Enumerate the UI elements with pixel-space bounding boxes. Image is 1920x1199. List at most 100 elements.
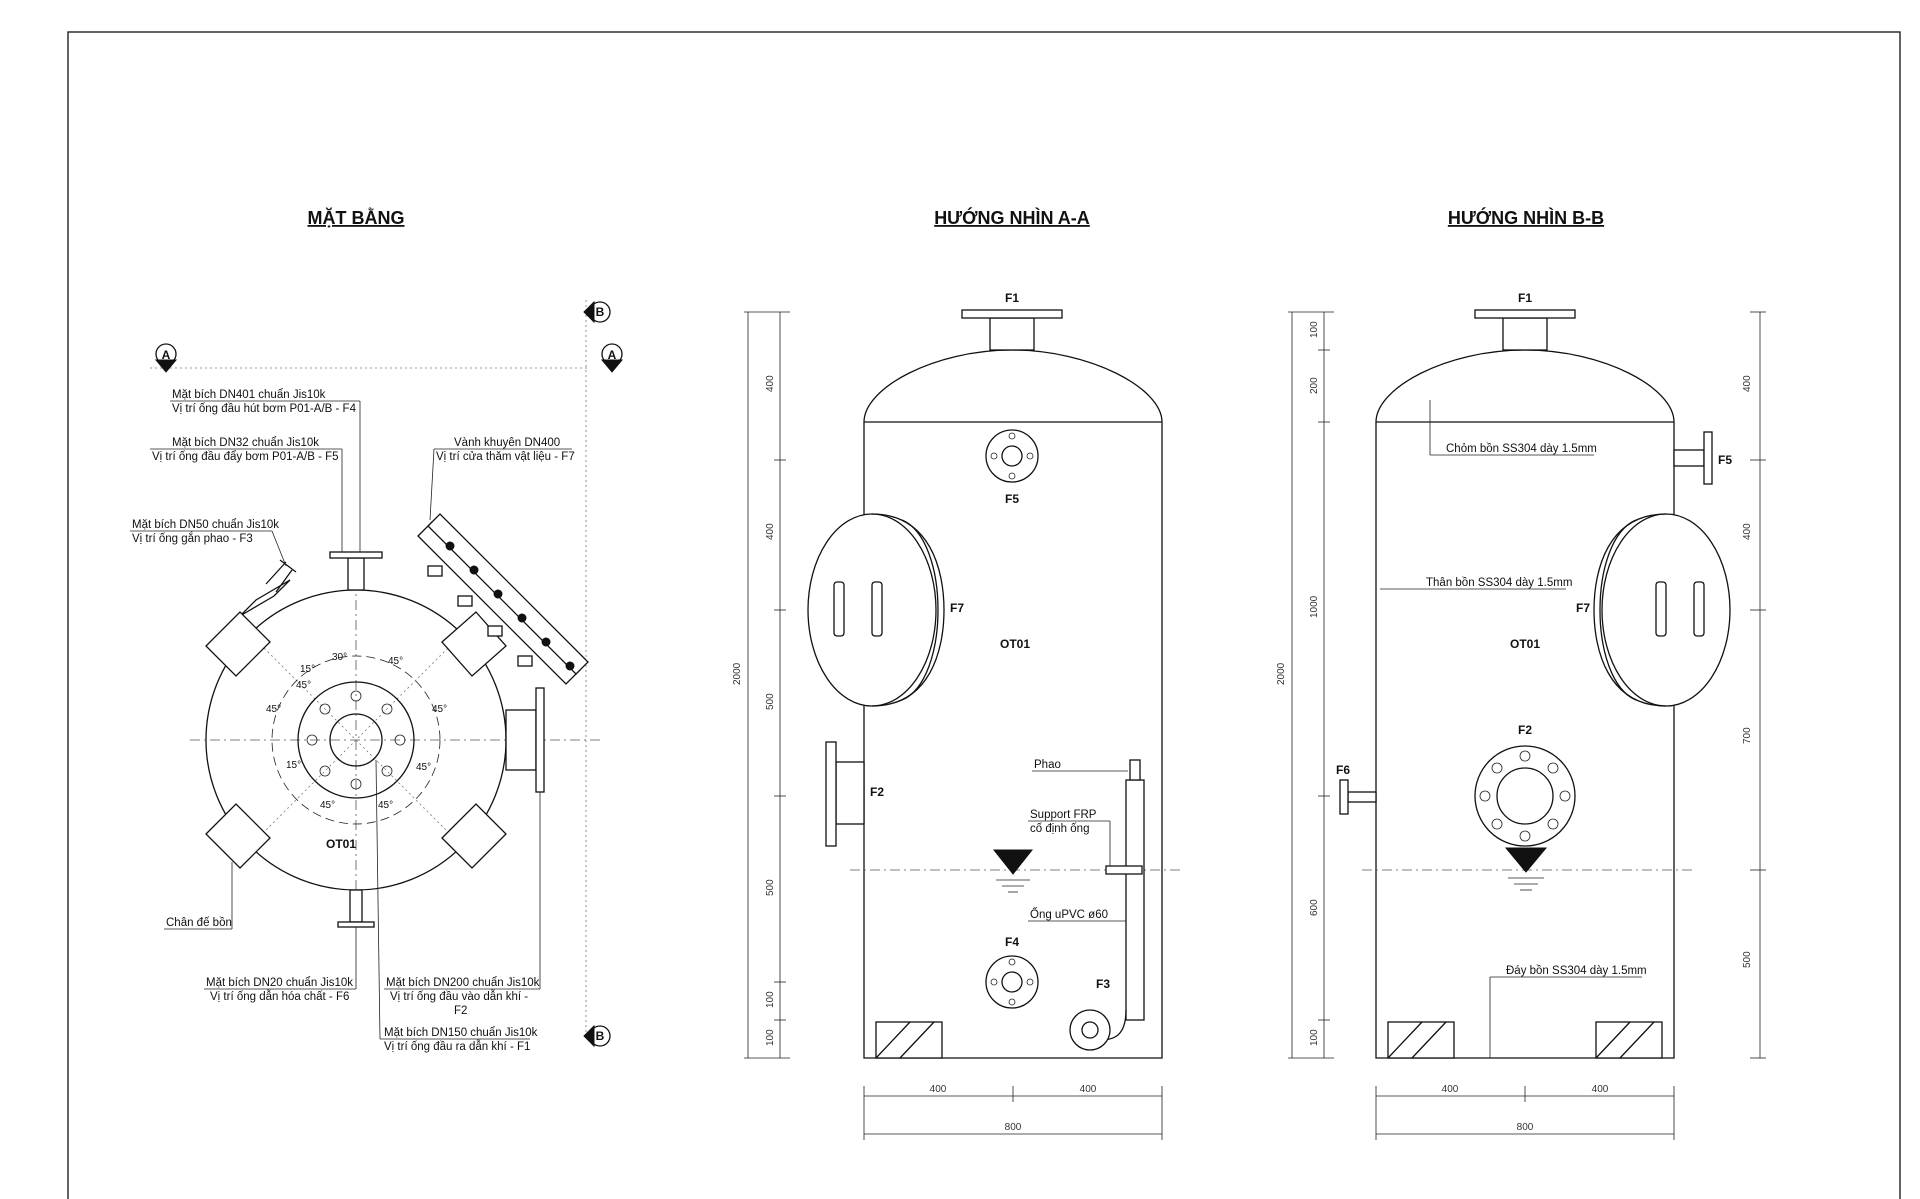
svg-text:400: 400 [765,523,776,540]
svg-text:F6: F6 [1336,763,1350,777]
plan-nozzle-f2 [505,709,537,771]
svg-text:Support FRP: Support FRP [1030,809,1097,821]
svg-text:A: A [608,348,617,362]
svg-text:45°: 45° [378,800,393,811]
svg-text:Mặt bích DN32 chuẩn Jis10k: Mặt bích DN32 chuẩn Jis10k [172,437,319,449]
view-a-flange-f4: F4 [985,935,1039,1009]
svg-text:Mặt bích DN150 chuẩn Jis10k: Mặt bích DN150 chuẩn Jis10k [384,1027,538,1039]
svg-text:Ống uPVC ø60: Ống uPVC ø60 [1030,907,1108,921]
svg-text:F7: F7 [950,601,964,615]
plan-view: MẶT BẰNG A A B B [130,207,624,1053]
plan-note-f3: Mặt bích DN50 chuẩn Jis10k Vị trí ống gắ… [130,519,287,567]
svg-text:500: 500 [765,879,776,896]
plan-note-leg: Chân đế bồn [164,862,233,930]
svg-text:100: 100 [765,991,776,1008]
plan-angle-labels: 30° 15° 45° 45° 45° 45° 45° 15° 45° 45° [266,652,447,811]
view-b-dims-left: 2000 100 200 1000 600 100 [1276,311,1334,1059]
view-a-tank-label: OT01 [1000,637,1030,651]
plan-title: MẶT BẰNG [308,207,405,228]
svg-text:Vị trí ống đầu ra dẫn khí - F1: Vị trí ống đầu ra dẫn khí - F1 [384,1040,530,1053]
svg-text:F2: F2 [870,785,884,799]
svg-text:Vị trí ống gắn phao - F3: Vị trí ống gắn phao - F3 [132,532,253,545]
svg-text:500: 500 [765,693,776,710]
view-a-legs [875,1021,943,1059]
plan-flange-bolts [306,690,406,790]
svg-text:A: A [162,348,171,362]
svg-text:Vị trí ống đầu vào dẫn khí -: Vị trí ống đầu vào dẫn khí - [390,990,528,1003]
svg-text:F1: F1 [1518,291,1532,305]
svg-text:2000: 2000 [732,662,743,685]
svg-text:100: 100 [1309,1029,1320,1046]
svg-text:400: 400 [1442,1084,1459,1095]
view-a-dims-bottom: 400 400 800 [863,1084,1163,1140]
view-b-note-bottom: Đáy bồn SS304 dày 1.5mm [1489,965,1647,1058]
plan-nozzle-f6 [349,889,363,923]
plan-nozzle-f4 [347,557,365,591]
section-marker-b-bottom: B [583,1024,611,1048]
sheet-border [67,31,1901,1199]
svg-text:Vị trí ống đầu hút bơm P01-A/B: Vị trí ống đầu hút bơm P01-A/B - F4 [172,403,357,415]
view-a-manway-f7: F7 [807,513,964,707]
view-a-level-symbol [992,849,1034,893]
svg-text:Chân đế bồn: Chân đế bồn [166,917,232,929]
svg-text:F2: F2 [454,1005,467,1017]
view-b-dims-right: 400 400 700 500 [1742,311,1766,1059]
svg-text:F5: F5 [1005,492,1019,506]
view-b-level-symbol [1504,847,1548,891]
svg-text:F5: F5 [1718,453,1732,467]
plan-nozzle-f3 [239,559,297,617]
svg-text:30°: 30° [332,652,347,663]
view-b-note-top: Chỏm bồn SS304 dày 1.5mm [1429,400,1597,456]
svg-text:Mặt bích DN50 chuẩn Jis10k: Mặt bích DN50 chuẩn Jis10k [132,519,279,531]
svg-text:400: 400 [765,375,776,392]
plan-note-f6: Mặt bích DN20 chuẩn Jis10k Vị trí ống dẫ… [204,927,357,1003]
view-b-b: HƯỚNG NHÌN B-B F1 F5 F7 OT01 [1276,207,1766,1140]
view-b-nozzle-f5: F5 [1673,431,1732,485]
section-marker-a-right: A [600,343,624,373]
svg-text:400: 400 [930,1084,947,1095]
svg-text:800: 800 [1005,1122,1022,1133]
view-a-dims-left: 2000 400 400 500 500 100 100 [732,311,790,1059]
svg-text:400: 400 [1742,375,1753,392]
svg-text:Vị trí ống đầu đẩy bơm P01-A/B: Vị trí ống đầu đẩy bơm P01-A/B - F5 [152,451,339,463]
section-marker-b-top: B [583,300,611,324]
svg-text:B: B [596,1029,605,1043]
view-a-note-support: Support FRP cố định ống [1028,809,1111,866]
plan-note-f1: Mặt bích DN150 chuẩn Jis10k Vị trí ống đ… [375,759,538,1053]
view-b-tank-shell [1375,349,1675,1059]
svg-text:100: 100 [765,1029,776,1046]
plan-note-f5: Mặt bích DN32 chuẩn Jis10k Vị trí ống đầ… [150,437,343,552]
svg-text:200: 200 [1309,377,1320,394]
svg-text:Mặt bích DN200 chuẩn Jis10k: Mặt bích DN200 chuẩn Jis10k [386,977,540,989]
svg-text:Vành khuyên DN400: Vành khuyên DN400 [454,437,560,449]
view-a-nozzle-f1 [989,317,1035,351]
view-a-title: HƯỚNG NHÌN A-A [934,207,1090,228]
svg-text:45°: 45° [320,800,335,811]
plan-tank-label: OT01 [326,837,356,851]
svg-text:Mặt bích DN20 chuẩn Jis10k: Mặt bích DN20 chuẩn Jis10k [206,977,353,989]
svg-text:Đáy bồn SS304 dày 1.5mm: Đáy bồn SS304 dày 1.5mm [1506,965,1647,977]
plan-manway-bolt-circle [271,655,441,825]
svg-text:15°: 15° [286,760,301,771]
svg-text:Vị trí ống dẫn hóa chất - F6: Vị trí ống dẫn hóa chất - F6 [210,990,349,1003]
plan-note-f7: Vành khuyên DN400 Vị trí cửa thăm vật li… [429,437,575,521]
svg-text:600: 600 [1309,899,1320,916]
svg-text:400: 400 [1742,523,1753,540]
view-b-tank-label: OT01 [1510,637,1540,651]
svg-text:Mặt bích DN401 chuẩn Jis10k: Mặt bích DN401 chuẩn Jis10k [172,389,326,401]
svg-text:cố định ống: cố định ống [1030,823,1089,835]
svg-text:F1: F1 [1005,291,1019,305]
svg-text:400: 400 [1080,1084,1097,1095]
svg-text:45°: 45° [416,762,431,773]
svg-text:B: B [596,305,605,319]
plan-manway-f7 [417,513,589,685]
svg-text:15°: 15° [300,664,315,675]
svg-text:Chỏm bồn SS304 dày 1.5mm: Chỏm bồn SS304 dày 1.5mm [1446,443,1597,455]
view-a-flange-f5: F5 [985,429,1039,506]
view-b-title: HƯỚNG NHÌN B-B [1448,207,1604,228]
view-b-dims-bottom: 400 400 800 [1375,1084,1675,1140]
svg-text:45°: 45° [266,704,281,715]
svg-text:45°: 45° [432,704,447,715]
view-b-flange-f2: F2 [1474,723,1576,847]
